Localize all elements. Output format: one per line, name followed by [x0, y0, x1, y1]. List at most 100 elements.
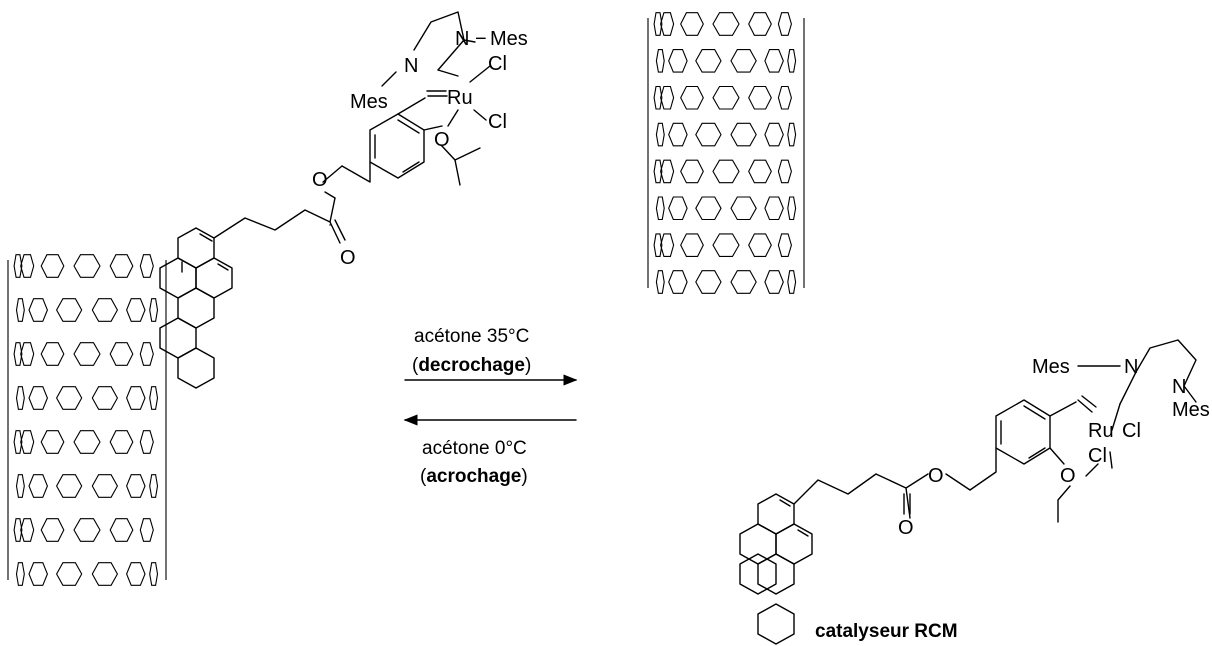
forward-condition: acétone 35°C	[414, 326, 529, 347]
lattice-hexagon-45	[730, 270, 757, 294]
product-caption: catalyseur RCM	[815, 621, 958, 642]
atom-cl-2: Cl	[488, 111, 507, 133]
lattice-hexagon-9	[91, 298, 119, 322]
lattice-hexagon-4	[748, 12, 772, 36]
atom-mes-right-2: Mes	[1172, 399, 1210, 421]
lattice-hexagon-17	[777, 85, 792, 110]
lattice-hexagon-10	[126, 298, 146, 322]
lattice-hexagon-0	[13, 254, 23, 278]
atom-o-carbonyl-left: O	[340, 247, 356, 269]
lattice-hexagon-8	[55, 298, 83, 322]
nhc-ring-left	[381, 11, 476, 87]
lattice-hexagon-1	[20, 254, 35, 278]
lattice-hexagon-12	[653, 85, 663, 110]
lattice-hexagon-6	[655, 49, 665, 73]
lattice-hexagon-13	[20, 342, 35, 366]
lattice-hexagon-23	[787, 122, 797, 147]
atom-o-ester-right: O	[928, 465, 944, 487]
reverse-condition: acétone 0°C	[422, 438, 527, 459]
atom-o-ether-left: O	[434, 129, 450, 151]
atom-ru-right: Ru	[1088, 420, 1114, 442]
lattice-hexagon-31	[668, 196, 688, 221]
benzylidene-ring-right	[995, 399, 1051, 465]
lattice-hexagon-18	[655, 122, 665, 147]
atom-n-1: N	[455, 28, 469, 50]
lattice-hexagon-7	[28, 298, 48, 322]
lattice-hexagon-18	[15, 386, 25, 410]
atom-o-ester-left: O	[312, 169, 328, 191]
atom-mes-2: Mes	[350, 91, 388, 113]
lattice-hexagon-24	[653, 159, 663, 184]
butanoate-linker-right	[793, 473, 911, 519]
lattice-hexagon-11	[787, 49, 797, 73]
lattice-hexagon-37	[660, 233, 675, 257]
lattice-hexagon-35	[149, 474, 159, 498]
lattice-hexagon-28	[109, 430, 134, 454]
lattice-hexagon-43	[668, 270, 688, 294]
lattice-hexagon-42	[655, 270, 665, 294]
pyrene-right	[739, 493, 813, 645]
lattice-hexagon-2	[680, 12, 704, 36]
lattice-hexagon-40	[109, 518, 134, 542]
lattice-hexagon-46	[126, 562, 146, 586]
lattice-hexagon-19	[668, 122, 688, 147]
lattice-hexagon-16	[748, 85, 772, 110]
lattice-hexagon-39	[73, 518, 101, 542]
lattice-hexagon-33	[730, 196, 757, 221]
atom-n-2: N	[404, 55, 418, 77]
lattice-hexagon-22	[764, 122, 784, 147]
lattice-hexagon-3	[73, 254, 101, 278]
lattice-hexagon-34	[126, 474, 146, 498]
lattice-hexagon-25	[660, 159, 675, 184]
lattice-hexagon-27	[73, 430, 101, 454]
atom-o-ether-right: O	[1060, 465, 1076, 487]
atom-n-right-1: N	[1124, 356, 1138, 378]
lattice-hexagon-22	[126, 386, 146, 410]
lattice-hexagon-43	[28, 562, 48, 586]
lattice-hexagon-7	[668, 49, 688, 73]
lattice-hexagon-17	[139, 342, 154, 366]
lattice-hexagon-36	[653, 233, 663, 257]
lattice-hexagon-45	[91, 562, 119, 586]
lattice-hexagon-29	[139, 430, 154, 454]
lattice-hexagon-44	[695, 270, 722, 294]
forward-name: (decrochage)	[412, 355, 531, 376]
lattice-hexagon-32	[55, 474, 83, 498]
lattice-hexagon-47	[787, 270, 797, 294]
lattice-hexagon-13	[660, 85, 675, 110]
lattice-hexagon-15	[73, 342, 101, 366]
lattice-hexagon-21	[730, 122, 757, 147]
atom-n-right-2: N	[1172, 376, 1186, 398]
lattice-hexagon-39	[712, 233, 740, 257]
lattice-hexagon-35	[787, 196, 797, 221]
lattice-hexagon-41	[139, 518, 154, 542]
atom-cl-right-1: Cl	[1122, 420, 1141, 442]
lattice-hexagon-34	[764, 196, 784, 221]
atom-cl-1: Cl	[488, 53, 507, 75]
lattice-hexagon-14	[40, 342, 65, 366]
atom-ru-left: Ru	[447, 87, 473, 109]
nanotube-right	[647, 12, 805, 294]
benzylidene-ring-left	[369, 113, 425, 179]
lattice-hexagon-21	[91, 386, 119, 410]
lattice-hexagon-10	[764, 49, 784, 73]
lattice-hexagon-37	[20, 518, 35, 542]
lattice-hexagon-31	[28, 474, 48, 498]
lattice-hexagon-30	[655, 196, 665, 221]
lattice-hexagon-14	[680, 85, 704, 110]
lattice-hexagon-6	[15, 298, 25, 322]
lattice-hexagon-12	[13, 342, 23, 366]
lattice-hexagon-33	[91, 474, 119, 498]
lattice-hexagon-26	[680, 159, 704, 184]
lattice-hexagon-27	[712, 159, 740, 184]
lattice-hexagon-15	[712, 85, 740, 110]
reverse-name: (acrochage)	[420, 466, 528, 487]
lattice-hexagon-4	[109, 254, 134, 278]
lattice-hexagon-47	[149, 562, 159, 586]
pyrene-left	[159, 227, 233, 389]
lattice-hexagon-32	[695, 196, 722, 221]
lattice-hexagon-36	[13, 518, 23, 542]
lattice-hexagon-0	[653, 12, 663, 36]
butanoate-linker	[213, 197, 336, 239]
lattice-hexagon-28	[748, 159, 772, 184]
